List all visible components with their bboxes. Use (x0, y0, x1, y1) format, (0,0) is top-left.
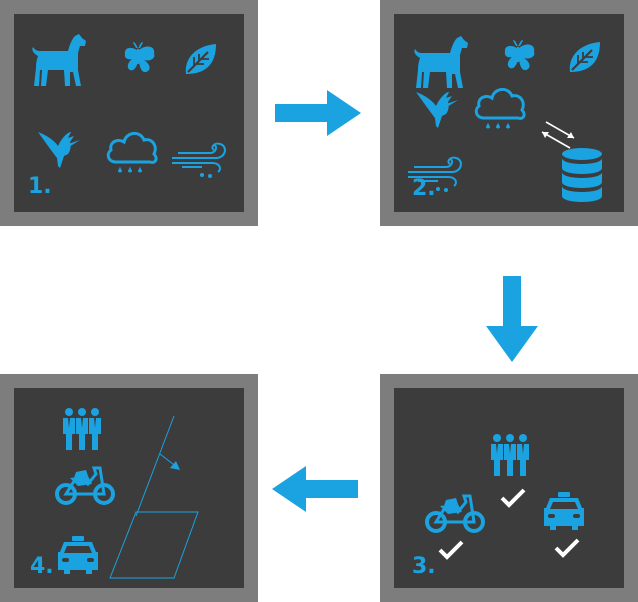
people-group-icon (491, 434, 529, 476)
rain-cloud-icon (106, 132, 158, 173)
step-number: 1. (28, 174, 52, 199)
wind-icon (408, 156, 462, 192)
panel-1-artwork (32, 34, 226, 178)
dog-icon (32, 34, 86, 86)
motorcycle-icon (55, 466, 115, 505)
arrow-left-icon (272, 466, 358, 512)
arrow-right-icon (275, 90, 361, 136)
butterfly-icon (124, 42, 155, 73)
checkmark-icon (554, 538, 580, 558)
panel-2-artwork (408, 36, 602, 202)
hummingbird-icon (416, 92, 458, 128)
database-icon (562, 148, 602, 202)
checkmark-icon (500, 488, 526, 508)
taxi-icon (544, 492, 584, 530)
taxi-icon (58, 536, 98, 574)
people-group-icon (63, 408, 101, 450)
panel-step-2: 2. (380, 0, 638, 226)
leaf-icon (185, 44, 216, 74)
region-outline-icon (109, 511, 199, 579)
step-number: 2. (412, 176, 436, 201)
panel-3-artwork (425, 434, 584, 560)
panel-step-4: 4. (0, 374, 258, 602)
butterfly-icon (504, 40, 535, 71)
rain-cloud-icon (474, 88, 526, 129)
step-number: 4. (30, 554, 54, 579)
panel-background (394, 388, 624, 588)
panel-4-artwork (55, 408, 199, 579)
panel-background (14, 388, 244, 588)
motorcycle-icon (425, 494, 485, 533)
decision-boundary-icon (135, 415, 180, 517)
dog-icon (414, 36, 468, 88)
hummingbird-icon (38, 132, 80, 168)
panel-step-1: 1. (0, 0, 258, 226)
leaf-icon (569, 42, 600, 72)
panel-step-3: 3. (380, 374, 638, 602)
arrow-down-icon (486, 276, 538, 362)
checkmark-icon (438, 540, 464, 560)
step-number: 3. (412, 554, 436, 579)
sync-arrows-icon (541, 121, 575, 149)
wind-icon (172, 142, 226, 178)
